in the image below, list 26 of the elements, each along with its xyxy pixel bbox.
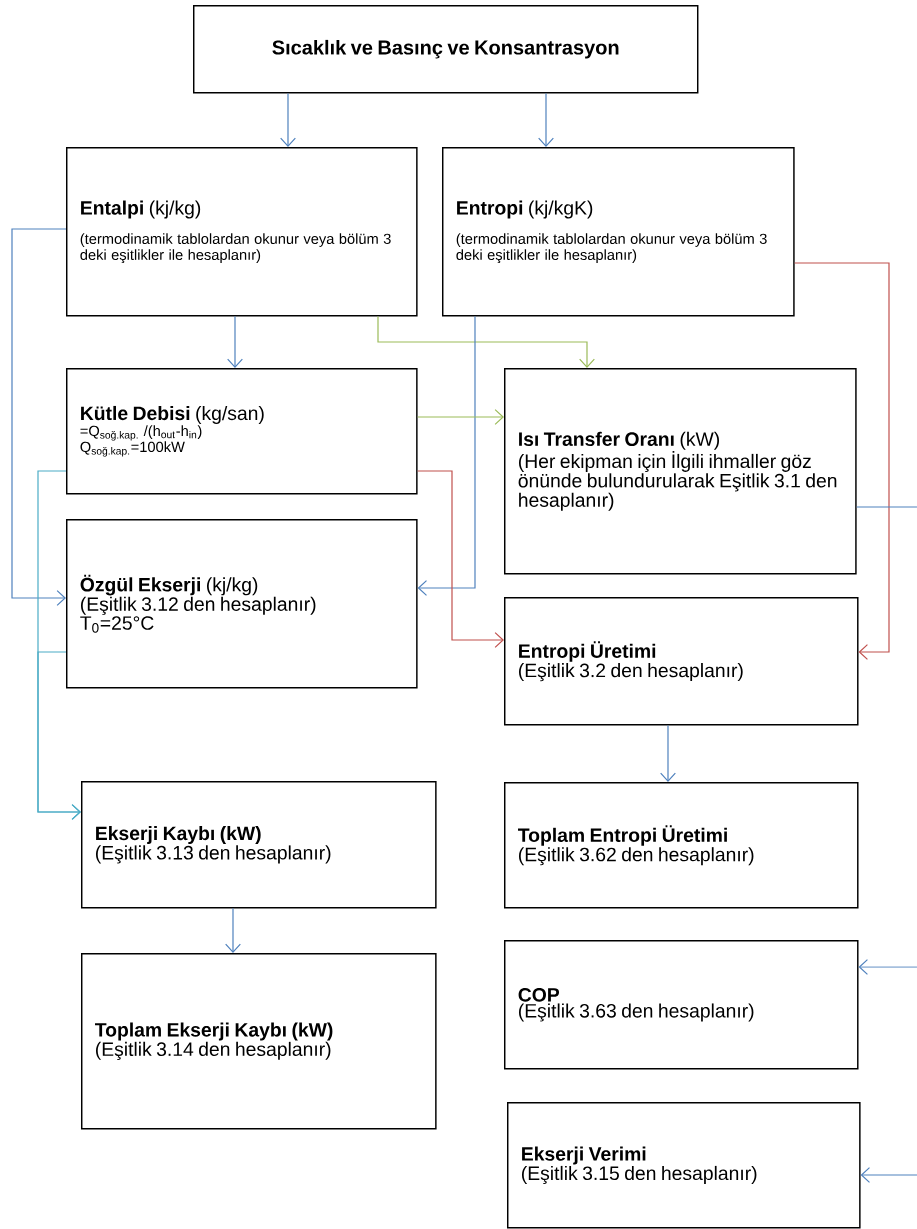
process-box: Entropi Üretimi (Eşitlik 3.2 den hesaplanır) — [504, 597, 859, 726]
process-box: Toplam Entropi Üretimi (Eşitlik 3.62 den hesaplanır) — [504, 782, 859, 909]
arrow — [227, 315, 243, 368]
arrow — [858, 959, 917, 975]
process-box: Entropi (kj/kgK) (termodinamik tablolardan okunur veya bölüm 3 deki eşitlikler ile hesaplanır) — [442, 147, 795, 317]
arrow — [417, 315, 476, 596]
arrow — [538, 92, 554, 147]
process-box: Ekserji Kaybı (kW) (Eşitlik 3.13 den hesaplanır) — [81, 781, 437, 909]
process-box: Ekserji Verimi (Eşitlik 3.15 den hesaplanır) — [507, 1102, 861, 1229]
arrow — [417, 470, 504, 648]
arrow — [860, 1167, 917, 1183]
arrow — [37, 651, 81, 820]
arrow — [377, 315, 595, 368]
process-box: Kütle Debisi (kg/san) =Q$_{soğ.kap.}$ /(h$_{out}$-h$_{in}$) Q$_{soğ.kap.}$=100kW — [66, 368, 418, 495]
arrow — [280, 92, 296, 147]
process-box: Isı Transfer Oranı (kW) (Her ekipman için İlgili ihmaller göz önünde bulundurularak Eşitlik 3.1 den hesaplanır) — [504, 368, 857, 575]
process-box: Entalpi (kj/kg) (termodinamik tablolardan okunur veya bölüm 3 deki eşitlikler ile hesaplanır) — [66, 147, 418, 317]
arrow — [225, 907, 241, 953]
arrow — [794, 262, 890, 660]
process-box: Toplam Ekserji Kaybı (kW) (Eşitlik 3.14 den hesaplanır) — [81, 953, 437, 1130]
process-box: Sıcaklık ve Basınç ve Konsantrasyon — [193, 5, 699, 94]
process-box: Özgül Ekserji (kj/kg) (Eşitlik 3.12 den hesaplanır) T$_{0}$=25°C — [66, 519, 418, 689]
process-box: COP (Eşitlik 3.63 den hesaplanır) — [504, 940, 859, 1070]
arrow — [417, 409, 504, 425]
arrow — [11, 228, 67, 606]
arrow — [660, 724, 676, 782]
